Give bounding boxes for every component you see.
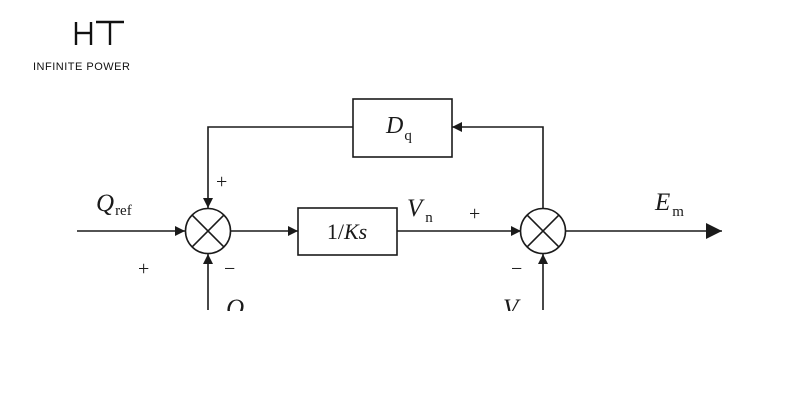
summing-junction-1 bbox=[184, 207, 232, 255]
sum1-bottom-sign: − bbox=[224, 258, 235, 280]
sum2-left-sign: + bbox=[469, 203, 480, 225]
sum1-top-sign: + bbox=[216, 171, 227, 193]
sum1-left-sign: + bbox=[138, 258, 149, 280]
logo-mark bbox=[74, 20, 124, 45]
integrator-variable: Ks bbox=[343, 219, 367, 244]
integrator-numerator: 1/ bbox=[327, 219, 345, 244]
logo-tagline: INFINITE POWER bbox=[33, 61, 130, 73]
droop-label-main: D bbox=[385, 113, 403, 139]
sum2-bottom-sign: − bbox=[511, 258, 522, 280]
droop-block: Dq bbox=[352, 98, 453, 158]
svg-text:Dq: Dq bbox=[385, 113, 412, 144]
integrator-block: 1/Ks bbox=[297, 207, 398, 256]
droop-feedback-top-wire bbox=[452, 122, 544, 208]
svg-text:1/Ks: 1/Ks bbox=[327, 219, 367, 244]
crop-mask bbox=[0, 311, 800, 400]
signal-q-ref: Qref bbox=[96, 190, 132, 219]
droop-label-sub: q bbox=[404, 128, 412, 144]
company-logo: INFINITE POWER bbox=[33, 20, 130, 73]
droop-output-wire bbox=[203, 126, 353, 208]
summing-junction-2 bbox=[519, 207, 567, 255]
